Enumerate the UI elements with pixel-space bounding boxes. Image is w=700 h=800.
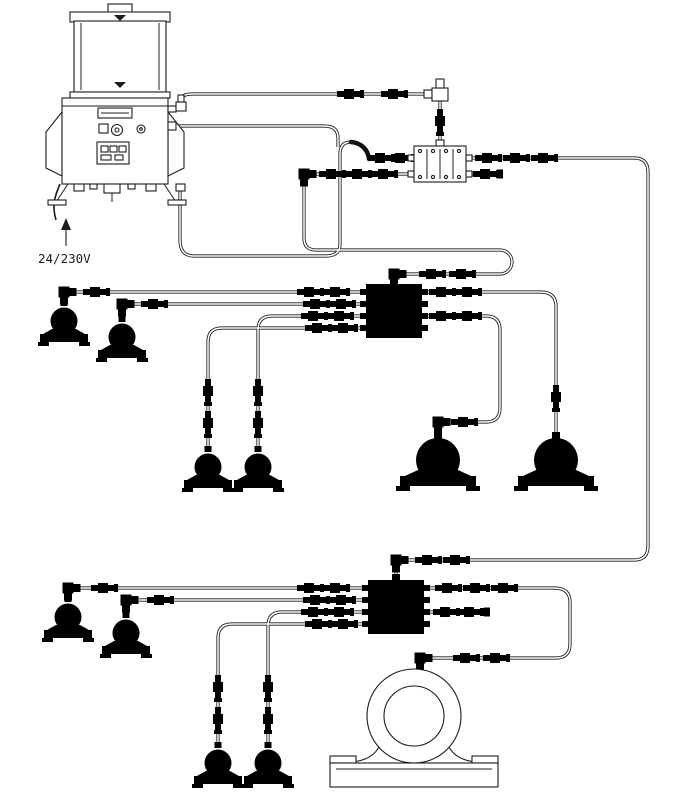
pillow-block-bearing bbox=[100, 612, 152, 658]
fitting-icon bbox=[371, 169, 398, 179]
fitting-icon bbox=[331, 619, 358, 629]
fitting-icon bbox=[463, 583, 490, 593]
fitting-icon bbox=[429, 311, 456, 321]
pillow-block-bearing bbox=[42, 596, 94, 642]
pump-body bbox=[61, 97, 169, 185]
large-pillow-block-bearing bbox=[396, 432, 480, 491]
fitting-icon bbox=[319, 169, 346, 179]
fitting-icon bbox=[253, 379, 263, 406]
fitting-icon bbox=[483, 653, 510, 663]
fitting-icon bbox=[297, 583, 324, 593]
large-pillow-block-bearing bbox=[514, 432, 598, 491]
fitting-icon bbox=[419, 269, 446, 279]
fitting-icon bbox=[263, 707, 273, 734]
fitting-icon bbox=[331, 323, 358, 333]
pillow-block-bearing bbox=[182, 446, 234, 492]
fitting-icon bbox=[213, 675, 223, 702]
fitting-icon bbox=[213, 707, 223, 734]
fitting-icon bbox=[337, 89, 364, 99]
secondary-distributor-lower bbox=[362, 574, 430, 634]
fitting-icon bbox=[323, 287, 350, 297]
fitting-icon bbox=[453, 653, 480, 663]
fitting-icon bbox=[301, 607, 328, 617]
check-valve-assembly bbox=[423, 78, 449, 102]
fitting-icon bbox=[305, 619, 332, 629]
large-plummer-block-bearing bbox=[329, 668, 499, 788]
pump-outlet-ports bbox=[167, 94, 187, 192]
power-supply-annotation: 24/230V bbox=[38, 218, 91, 266]
fitting-icon bbox=[443, 555, 470, 565]
fitting-icon bbox=[551, 385, 561, 412]
fitting-icon bbox=[203, 411, 213, 438]
elbow-fitting-icon bbox=[120, 594, 139, 613]
fitting-icon bbox=[429, 287, 456, 297]
fitting-icon bbox=[473, 169, 500, 179]
fitting-icon bbox=[503, 153, 530, 163]
fitting-icon bbox=[303, 595, 330, 605]
fitting-icon bbox=[455, 311, 482, 321]
fitting-icon bbox=[449, 269, 476, 279]
fitting-icon bbox=[327, 607, 354, 617]
level-mark-icon bbox=[114, 82, 126, 88]
fitting-icon bbox=[91, 583, 118, 593]
fitting-icon bbox=[531, 153, 558, 163]
pillow-block-bearing bbox=[242, 742, 294, 788]
fitting-icon bbox=[345, 169, 372, 179]
power-supply-label: 24/230V bbox=[38, 251, 91, 266]
elbow-fitting-icon bbox=[390, 554, 409, 573]
plug-icon bbox=[484, 607, 490, 617]
main-distributor bbox=[407, 139, 473, 183]
fitting-icon bbox=[433, 607, 460, 617]
up-arrow-icon bbox=[61, 218, 71, 230]
pillow-block-bearing bbox=[38, 300, 90, 346]
fitting-icon bbox=[415, 555, 442, 565]
fitting-icon bbox=[323, 583, 350, 593]
fitting-icon bbox=[263, 675, 273, 702]
fitting-icon bbox=[455, 287, 482, 297]
fitting-icon bbox=[381, 89, 408, 99]
lubrication-pump-unit bbox=[45, 3, 187, 206]
secondary-distributor-upper bbox=[360, 278, 428, 338]
fitting-icon bbox=[329, 299, 356, 309]
fitting-icon bbox=[203, 379, 213, 406]
fitting-icon bbox=[305, 323, 332, 333]
fitting-icon bbox=[451, 417, 478, 427]
pillow-block-bearing bbox=[192, 742, 244, 788]
elbow-fitting-icon bbox=[432, 416, 451, 435]
flex-hose-section bbox=[348, 139, 372, 162]
fitting-icon bbox=[253, 411, 263, 438]
fitting-icon bbox=[457, 607, 484, 617]
fitting-icon bbox=[329, 595, 356, 605]
pump-base bbox=[47, 183, 187, 206]
pillow-block-bearing bbox=[96, 316, 148, 362]
fitting-icon bbox=[297, 287, 324, 297]
fitting-icon bbox=[435, 583, 462, 593]
fitting-icon bbox=[327, 311, 354, 321]
fitting-icon bbox=[141, 299, 168, 309]
elbow-fitting-icon bbox=[414, 652, 433, 671]
elbow-fitting-icon bbox=[298, 168, 317, 187]
fitting-icon bbox=[303, 299, 330, 309]
fitting-icon bbox=[435, 109, 445, 136]
fitting-icon bbox=[83, 287, 110, 297]
pillow-block-bearing bbox=[232, 446, 284, 492]
fitting-icon bbox=[475, 153, 502, 163]
level-mark-icon bbox=[114, 15, 126, 21]
elbow-fitting-icon bbox=[116, 298, 135, 317]
plug-icon bbox=[497, 169, 503, 179]
fitting-icon bbox=[491, 583, 518, 593]
fitting-icon bbox=[301, 311, 328, 321]
fitting-icon bbox=[147, 595, 174, 605]
